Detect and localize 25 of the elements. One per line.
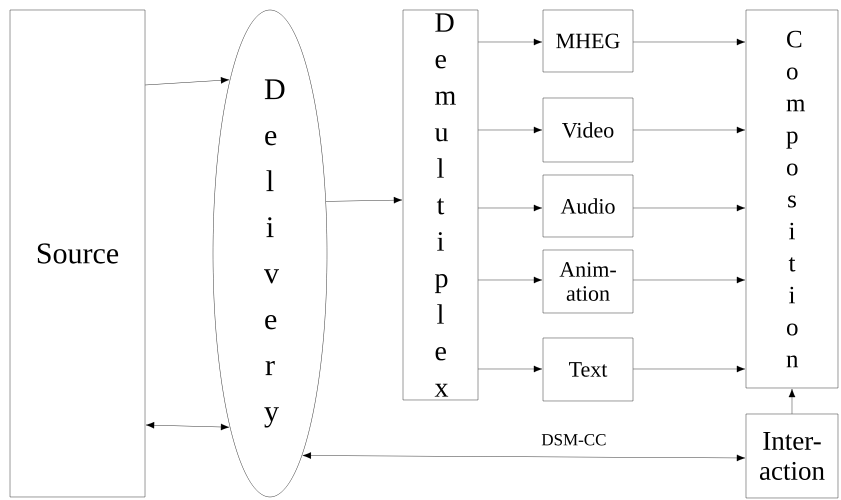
arrow bbox=[788, 388, 796, 414]
composition-box: C o m p o s i t i o n bbox=[746, 10, 838, 388]
arrow bbox=[478, 204, 542, 212]
process-box: Video bbox=[542, 98, 634, 162]
source-box: Source bbox=[10, 10, 146, 498]
arrow bbox=[478, 366, 542, 372]
interaction-box: Inter- action bbox=[746, 414, 838, 498]
arrow bbox=[478, 126, 542, 134]
edge-label: DSM-CC bbox=[540, 433, 608, 446]
arrow bbox=[478, 276, 542, 284]
process-box: Anim- ation bbox=[542, 250, 634, 314]
arrow bbox=[145, 76, 230, 86]
arrow bbox=[326, 196, 402, 204]
process-box: Audio bbox=[542, 174, 634, 238]
arrow bbox=[633, 126, 746, 134]
arrow bbox=[302, 452, 746, 462]
arrow bbox=[633, 366, 746, 372]
arrow bbox=[633, 204, 746, 212]
arrow bbox=[633, 276, 746, 284]
demultiplex-box: D e m u l t i p l e x bbox=[402, 10, 478, 400]
arrow bbox=[478, 38, 542, 46]
arrow bbox=[146, 422, 230, 430]
process-box: Text bbox=[542, 338, 634, 402]
arrow bbox=[633, 38, 746, 46]
process-box: MHEG bbox=[542, 10, 634, 72]
